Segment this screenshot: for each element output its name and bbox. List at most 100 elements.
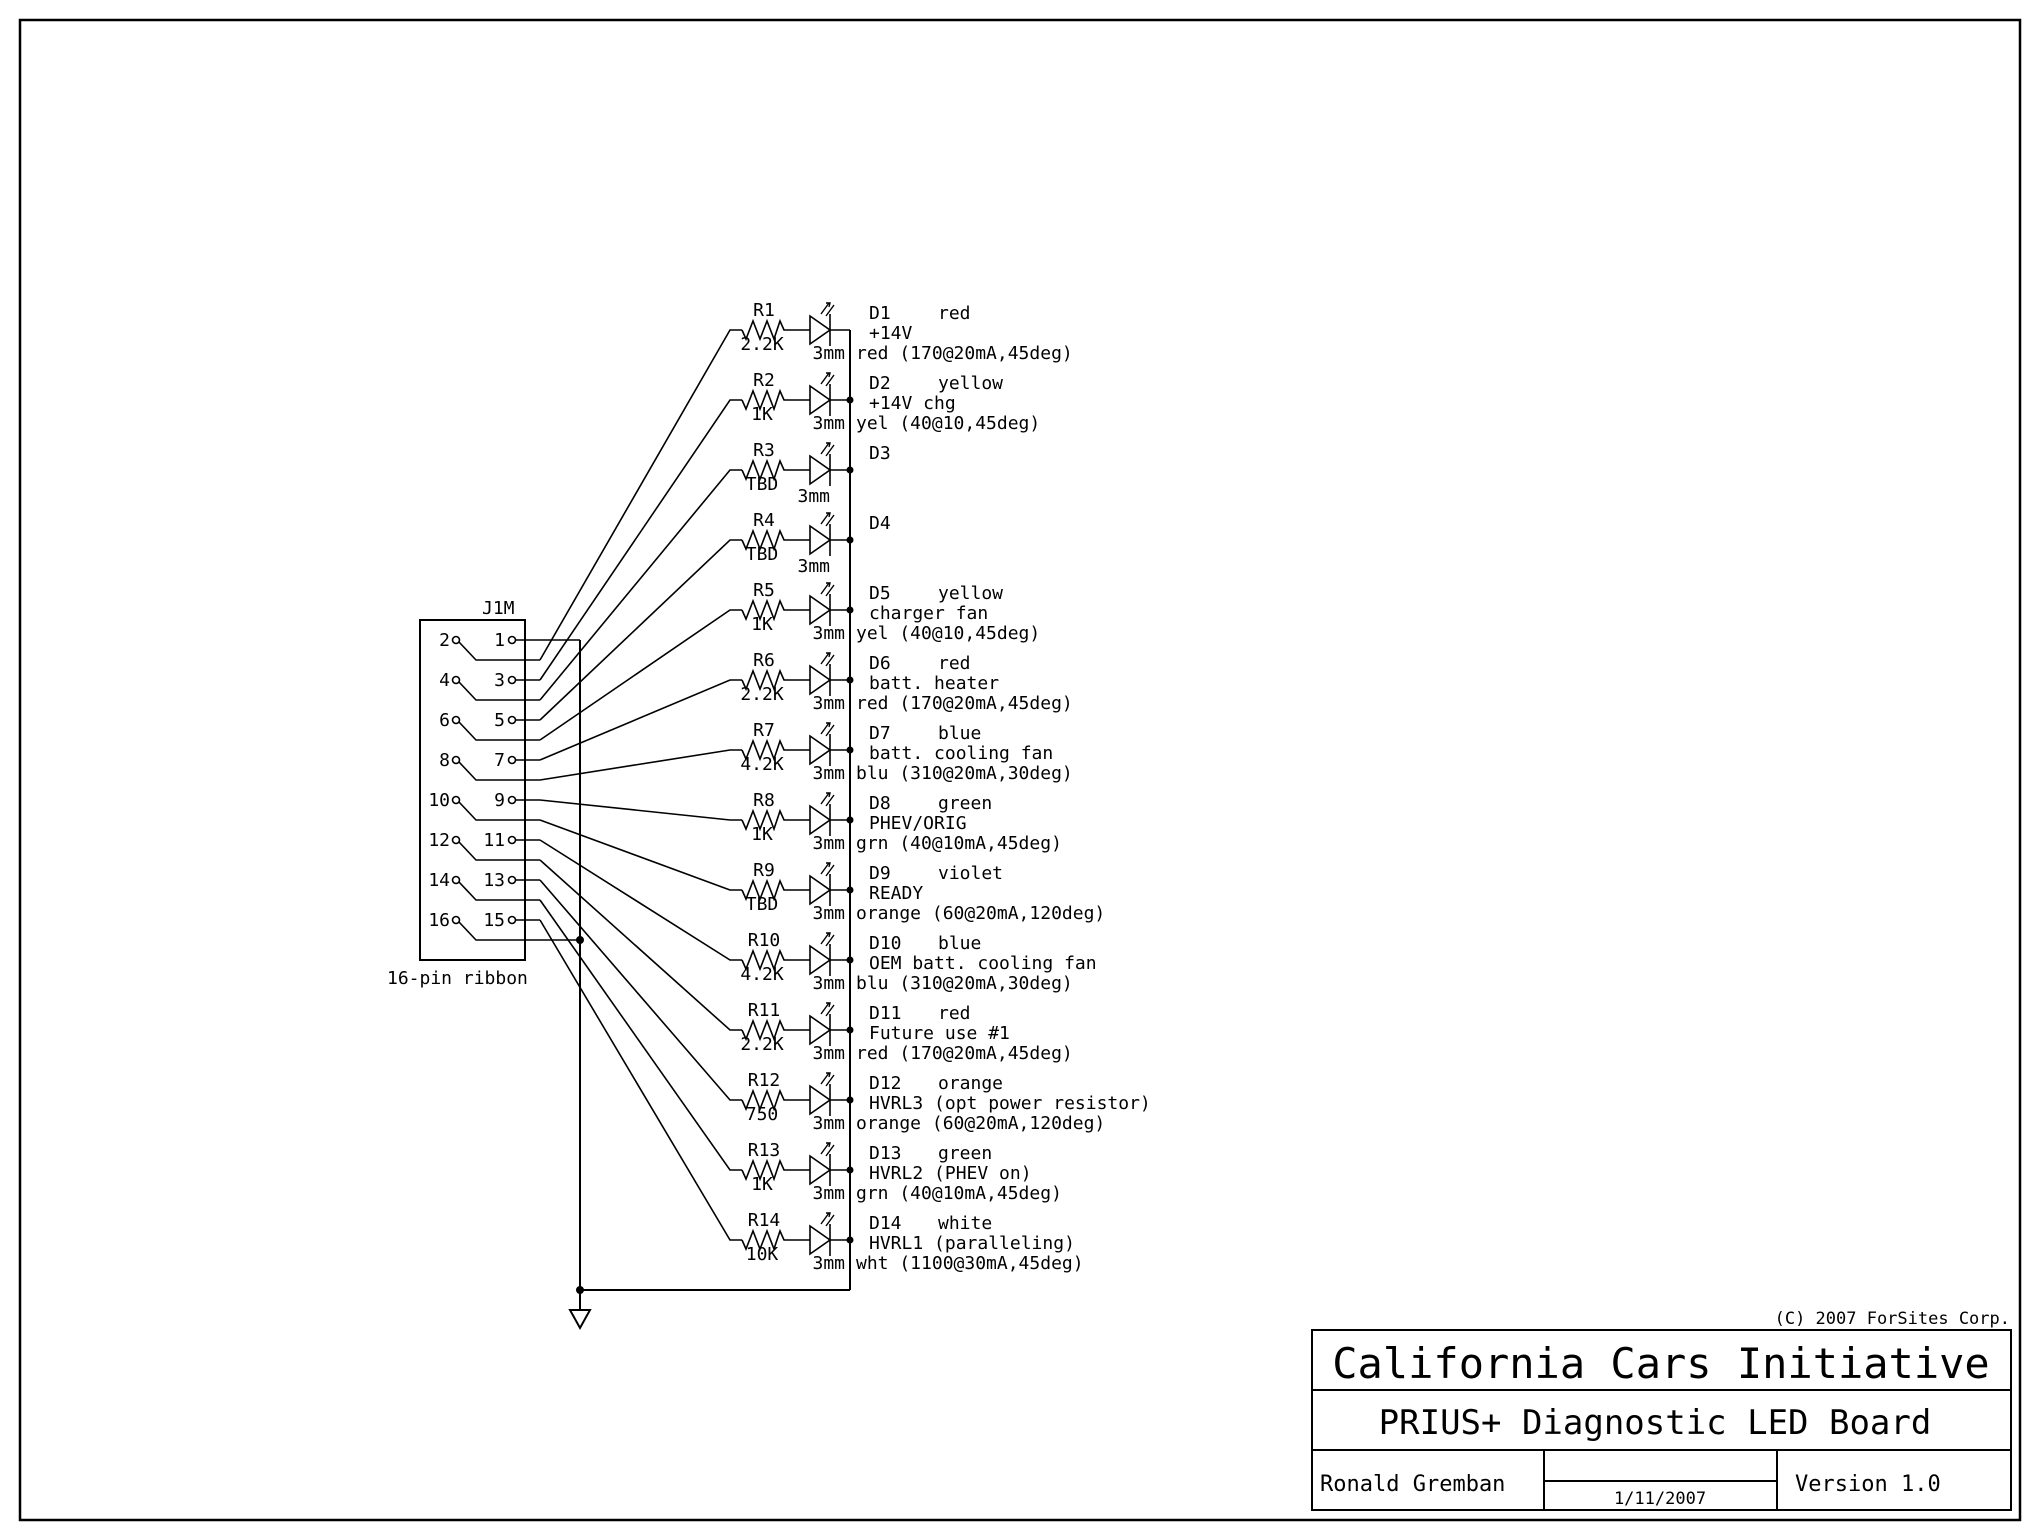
resistor-ref: R11 xyxy=(748,1000,781,1021)
organization-name: California Cars Initiative xyxy=(1332,1339,1989,1388)
light-emission-arrow-icon xyxy=(820,792,835,807)
junction-dot xyxy=(846,1096,854,1104)
led-package: 3mm xyxy=(812,763,845,784)
led-package: 3mm xyxy=(812,623,845,644)
led-color: white xyxy=(938,1213,992,1234)
resistor-ref: R4 xyxy=(753,510,775,531)
resistor-value: 1K xyxy=(751,1174,773,1195)
led-diode-icon xyxy=(809,454,832,486)
led-color: yellow xyxy=(938,583,1003,604)
led-color: red xyxy=(938,1003,971,1024)
resistor-ref: R10 xyxy=(748,930,781,951)
resistor-icon xyxy=(741,1088,810,1112)
led-diode-icon xyxy=(809,664,832,696)
pin-terminal-icon xyxy=(507,675,517,685)
led-package: 3mm xyxy=(812,1253,845,1274)
led-diode-icon xyxy=(809,804,832,836)
junction-dot xyxy=(846,396,854,404)
led-function: +14V chg xyxy=(869,393,956,414)
resistor-icon xyxy=(741,1158,810,1182)
light-emission-arrow-icon xyxy=(820,302,835,317)
resistor-icon xyxy=(741,458,810,482)
pin-number: 9 xyxy=(494,790,505,811)
led-package: 3mm xyxy=(812,693,845,714)
pin-terminal-icon xyxy=(507,635,517,645)
resistor-icon xyxy=(741,808,810,832)
title-block: (C) 2007 ForSites Corp. California Cars … xyxy=(1311,1309,2012,1511)
led-function: charger fan xyxy=(869,603,988,624)
resistor-icon xyxy=(741,948,810,972)
pin-number: 8 xyxy=(439,750,450,771)
resistor-value: TBD xyxy=(746,544,779,565)
resistor-value: 1K xyxy=(751,824,773,845)
led-diode-icon xyxy=(809,874,832,906)
led-function: batt. heater xyxy=(869,673,999,694)
junction-dot xyxy=(576,1286,584,1294)
signal-wire xyxy=(539,819,742,891)
resistor-value: 10K xyxy=(746,1244,779,1265)
led-function: OEM batt. cooling fan xyxy=(869,953,1097,974)
led-package: 3mm xyxy=(797,486,830,507)
light-emission-arrow-icon xyxy=(820,582,835,597)
junction-dot xyxy=(846,536,854,544)
junction-dot xyxy=(846,746,854,754)
led-function: PHEV/ORIG xyxy=(869,813,967,834)
pin-terminal-icon xyxy=(451,635,461,645)
signal-wire xyxy=(539,539,742,721)
pin-number: 3 xyxy=(494,670,505,691)
resistor-ref: R8 xyxy=(753,790,775,811)
connector-j1m: J1M 16-pin ribbon 1234567891011121314151… xyxy=(387,598,580,989)
pin-number: 5 xyxy=(494,710,505,731)
resistor-ref: R13 xyxy=(748,1140,781,1161)
signal-wire xyxy=(539,919,742,1241)
light-emission-arrow-icon xyxy=(820,372,835,387)
junction-dot xyxy=(846,676,854,684)
resistor-icon xyxy=(741,388,810,412)
led-function: +14V xyxy=(869,323,913,344)
led-spec: red (170@20mA,45deg) xyxy=(856,343,1073,364)
drawing-date: 1/11/2007 xyxy=(1614,1489,1706,1509)
led-diode-icon xyxy=(809,594,832,626)
led-spec: red (170@20mA,45deg) xyxy=(856,1043,1073,1064)
signal-wire xyxy=(539,879,742,1101)
led-package: 3mm xyxy=(812,413,845,434)
junction-dot xyxy=(846,886,854,894)
pin-lead xyxy=(458,881,540,901)
led-color: green xyxy=(938,793,992,814)
resistor-value: 2.2K xyxy=(740,334,784,355)
version-label: Version 1.0 xyxy=(1795,1472,1941,1497)
pin-number: 16 xyxy=(428,910,450,931)
junction-dot xyxy=(846,1026,854,1034)
resistor-ref: R2 xyxy=(753,370,775,391)
pin-terminal-icon xyxy=(507,875,517,885)
led-function: batt. cooling fan xyxy=(869,743,1053,764)
led-function: READY xyxy=(869,883,923,904)
pin-number: 1 xyxy=(494,630,505,651)
led-ref: D7 xyxy=(869,723,891,744)
junction-dot xyxy=(846,956,854,964)
pin-number: 7 xyxy=(494,750,505,771)
resistor-value: TBD xyxy=(746,894,779,915)
resistor-ref: R9 xyxy=(753,860,775,881)
led-ref: D12 xyxy=(869,1073,902,1094)
led-color: green xyxy=(938,1143,992,1164)
led-color: red xyxy=(938,653,971,674)
resistor-icon xyxy=(741,1228,810,1252)
led-diode-icon xyxy=(809,384,832,416)
pin-number: 14 xyxy=(428,870,450,891)
resistor-ref: R14 xyxy=(748,1210,781,1231)
pin-number: 13 xyxy=(483,870,505,891)
led-ref: D4 xyxy=(869,513,891,534)
ground-net xyxy=(568,330,851,1331)
resistor-value: 750 xyxy=(746,1104,779,1125)
light-emission-arrow-icon xyxy=(820,512,835,527)
led-function: HVRL3 (opt power resistor) xyxy=(869,1093,1151,1114)
resistor-icon xyxy=(741,738,810,762)
led-package: 3mm xyxy=(812,1183,845,1204)
